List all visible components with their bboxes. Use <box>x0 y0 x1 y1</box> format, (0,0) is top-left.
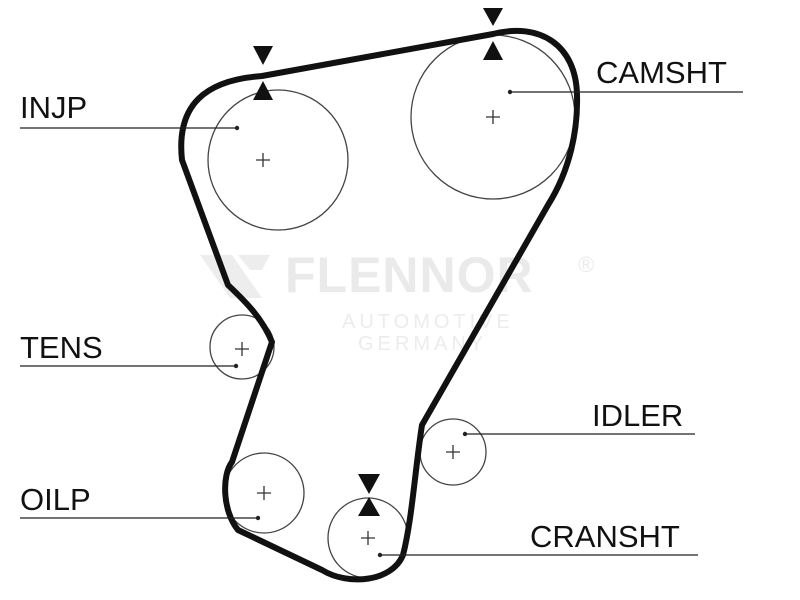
camsht-label: CAMSHT <box>596 55 727 90</box>
injp-timing-mark-icon <box>253 46 273 100</box>
brand-watermark: FLENNOR ® AUTOMOTIVE GERMANY <box>200 247 594 355</box>
timing-belt <box>178 27 581 583</box>
injp-pulley <box>207 89 349 231</box>
watermark-line1: AUTOMOTIVE <box>342 311 514 333</box>
watermark-registered: ® <box>578 252 594 277</box>
pulley-center-marks <box>235 110 500 545</box>
cranksht-timing-mark-icon <box>358 474 380 516</box>
idler-label: IDLER <box>592 398 683 433</box>
tens-label: TENS <box>20 330 103 365</box>
watermark-line2: GERMANY <box>358 333 487 355</box>
camsht-timing-mark-icon <box>483 8 503 60</box>
timing-marks <box>253 8 503 516</box>
injp-label: INJP <box>20 90 87 125</box>
leader-dots <box>233 89 513 558</box>
oilp-label: OILP <box>20 482 91 517</box>
tens-pulley <box>209 314 275 380</box>
cranksht-label: CRANSHT <box>530 519 680 554</box>
watermark-logo-mark <box>200 255 262 298</box>
watermark-brand: FLENNOR <box>285 247 534 303</box>
